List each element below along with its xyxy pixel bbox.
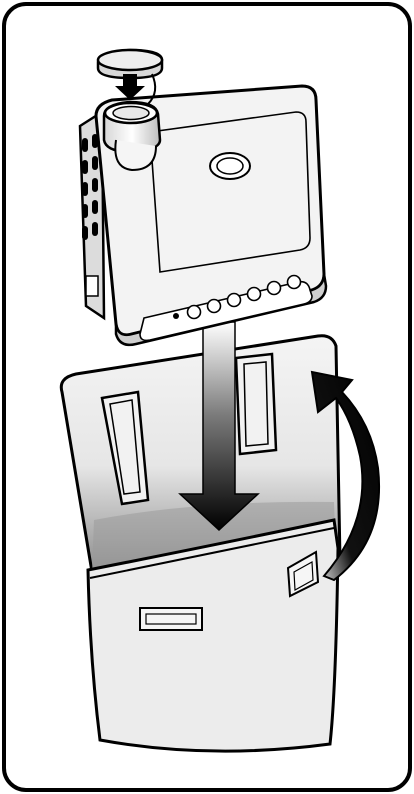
carrying-case-icon xyxy=(61,336,340,751)
projector-icon xyxy=(80,86,326,345)
